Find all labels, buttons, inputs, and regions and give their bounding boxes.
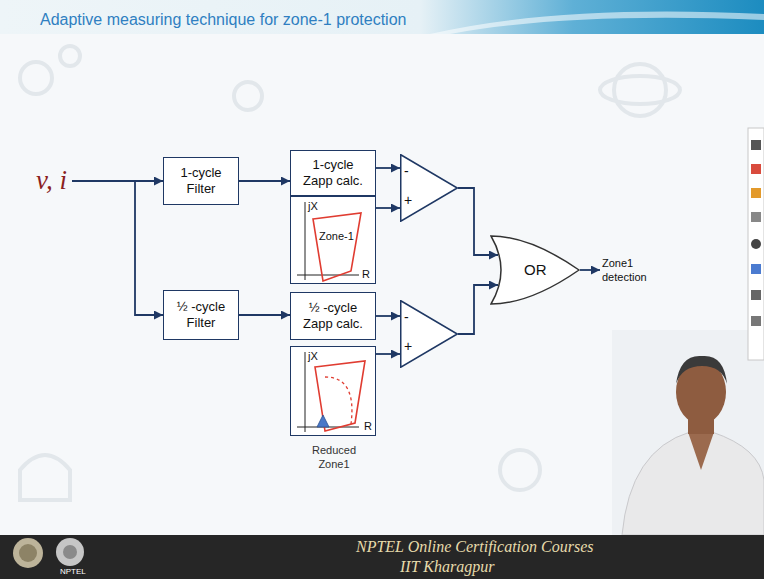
or-gate-text: OR bbox=[524, 261, 547, 279]
comparator-text: + bbox=[404, 338, 412, 355]
signal-arrow bbox=[376, 167, 400, 169]
filter-box-text: 1-cycle Filter bbox=[170, 165, 232, 197]
impedance-calc-box: 1-cycle Zapp calc. bbox=[290, 150, 376, 196]
watermark-icons bbox=[20, 46, 680, 500]
signal-arrow bbox=[72, 181, 163, 315]
presenter-video bbox=[612, 330, 764, 535]
slide-title: Adaptive measuring technique for zone-1 … bbox=[40, 11, 406, 29]
filter-box: 1-cycle Filter bbox=[163, 157, 239, 205]
footer-course-text: NPTEL Online Certification Courses bbox=[356, 538, 594, 556]
reduced-zone-chart-text: jX bbox=[308, 349, 318, 363]
comparator-text: - bbox=[404, 309, 409, 326]
comparator-text: + bbox=[404, 192, 412, 209]
signal-arrow bbox=[376, 315, 400, 317]
zone-chart: jX Zone-1R bbox=[290, 196, 376, 284]
output-label-text: Zone1 detection bbox=[602, 256, 660, 284]
or-gate-shape bbox=[491, 236, 579, 304]
comparator-outline bbox=[400, 154, 458, 222]
impedance-calc-box: ½ -cycle Zapp calc. bbox=[290, 292, 376, 340]
signal-arrow bbox=[376, 353, 400, 355]
footer-band bbox=[0, 535, 764, 579]
signal-arrow bbox=[239, 180, 290, 182]
signal-arrow bbox=[580, 269, 600, 271]
signal-arrow bbox=[239, 314, 290, 316]
reduced-zone-chart-text: Reduced Zone1 bbox=[301, 443, 367, 471]
comparator-outline bbox=[400, 300, 458, 368]
filter-box: ½ -cycle Filter bbox=[163, 290, 239, 340]
zone-chart-text: jX bbox=[308, 199, 318, 213]
comparator: -+ bbox=[400, 300, 458, 368]
signal-arrow bbox=[376, 207, 400, 209]
signal-arrow bbox=[458, 188, 498, 255]
comparator-triangle bbox=[401, 301, 458, 368]
signal-input: v, i bbox=[36, 160, 69, 200]
impedance-calc-box-text: ½ -cycle Zapp calc. bbox=[302, 300, 364, 332]
zone-chart-text: Zone-1 bbox=[319, 229, 354, 243]
comparator-triangle bbox=[401, 155, 458, 222]
or-gate: OR bbox=[490, 235, 580, 305]
footer-logos bbox=[13, 538, 84, 568]
signal-arrow bbox=[458, 285, 498, 334]
zone-quadrilateral bbox=[313, 213, 361, 281]
impedance-plane bbox=[291, 347, 374, 434]
reduced-zone-boundary bbox=[325, 377, 352, 424]
output-label: Zone1 detection bbox=[602, 252, 666, 288]
filter-box-text: ½ -cycle Filter bbox=[170, 299, 232, 331]
signal-input-text: v, i bbox=[36, 165, 67, 196]
comparator-text: - bbox=[404, 163, 409, 180]
footer-institute-text: IIT Kharagpur bbox=[400, 558, 494, 576]
pen-toolbar bbox=[748, 128, 764, 360]
x-axis-line bbox=[305, 202, 306, 280]
band-swoosh bbox=[430, 12, 764, 35]
logo-caption: NPTEL bbox=[60, 567, 86, 576]
fault-region-marker bbox=[317, 415, 329, 427]
top-band bbox=[0, 0, 764, 34]
zone-chart-text: R bbox=[362, 267, 370, 281]
comparator: -+ bbox=[400, 154, 458, 222]
zone-quadrilateral bbox=[315, 361, 365, 431]
impedance-calc-box-text: 1-cycle Zapp calc. bbox=[302, 157, 364, 189]
reduced-zone-chart: jXRReduced Zone1 bbox=[290, 346, 376, 436]
reduced-zone-chart-text: R bbox=[364, 419, 372, 433]
x-axis-line bbox=[305, 352, 306, 432]
r-axis-line bbox=[297, 275, 359, 276]
